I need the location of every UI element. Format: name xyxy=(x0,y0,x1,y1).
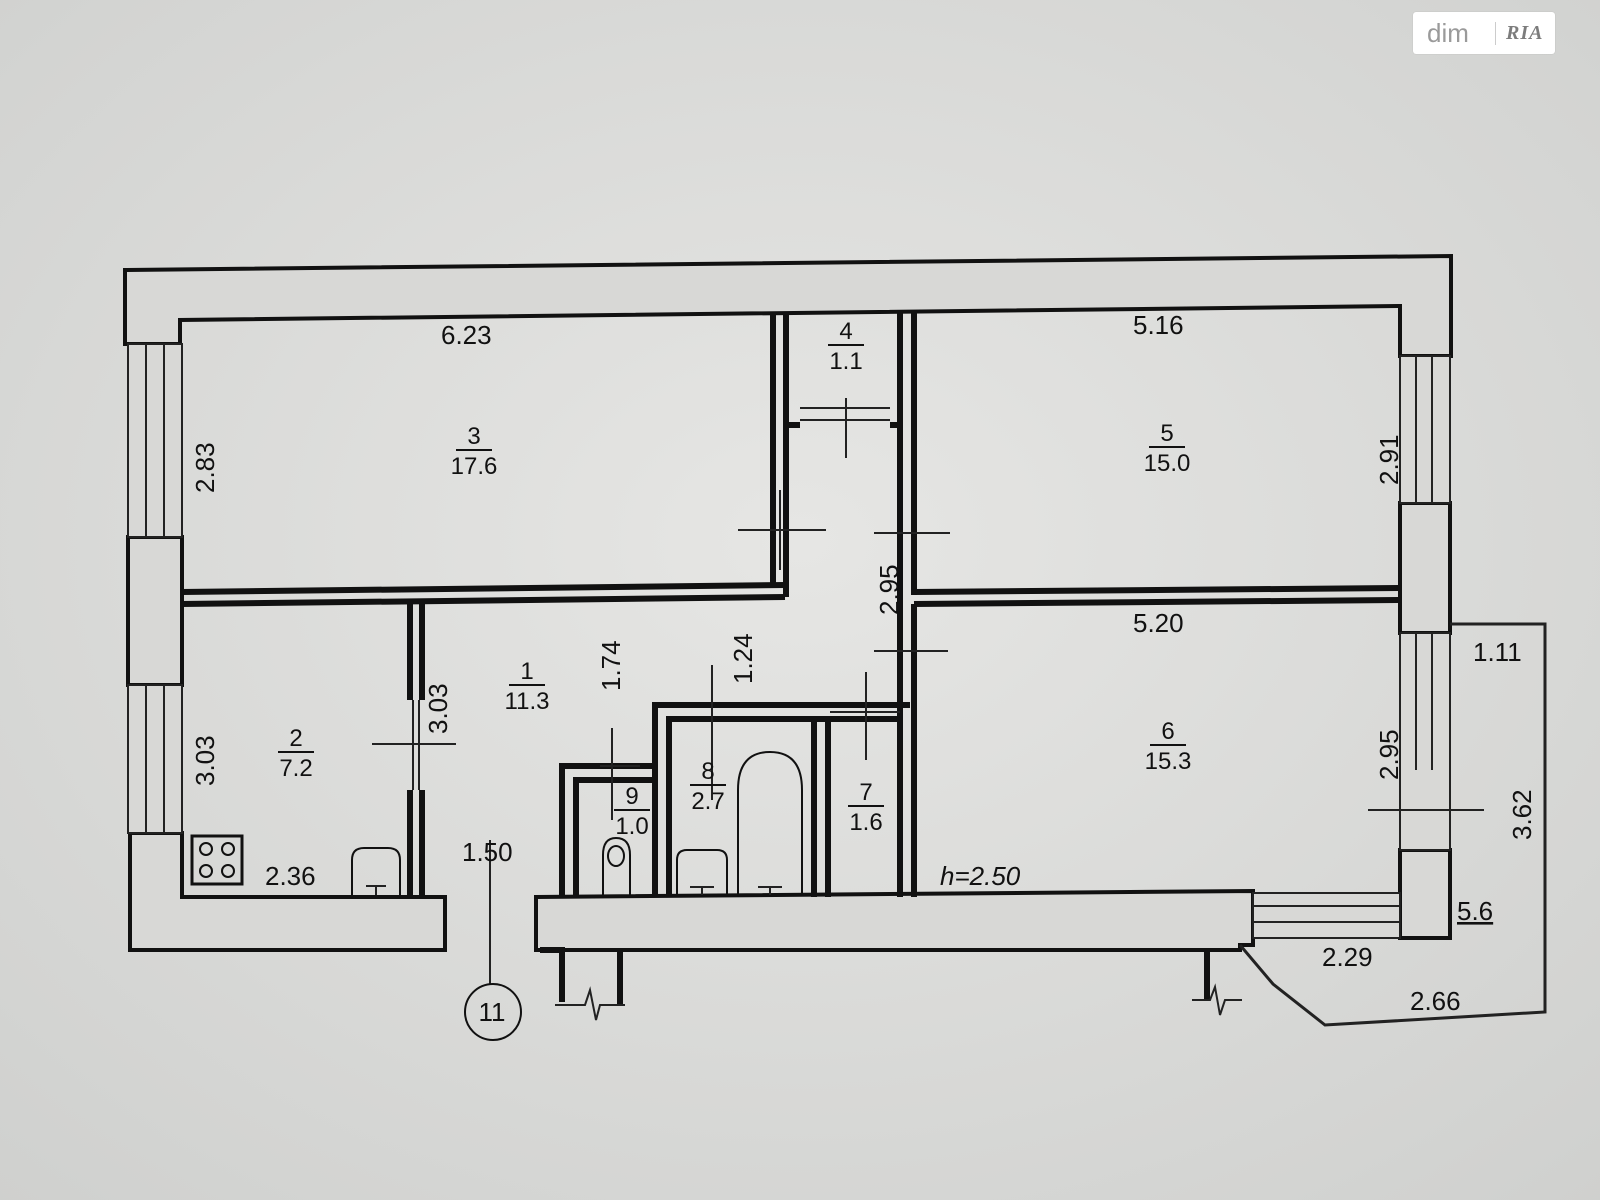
section-marker-label: 11 xyxy=(479,997,506,1027)
room-3-label: 317.6 xyxy=(451,423,498,480)
dim-3-03-wall: 3.03 xyxy=(423,683,453,734)
room-5-area: 15.0 xyxy=(1144,450,1191,477)
balcony-door xyxy=(1252,892,1401,939)
kitchen-sink-icon xyxy=(351,847,401,895)
ceiling-height: h=2.50 xyxy=(940,861,1021,891)
room-9-label: 91.0 xyxy=(614,783,650,840)
dim-2-66: 2.66 xyxy=(1410,986,1461,1016)
room-6-label: 615.3 xyxy=(1145,718,1192,775)
room-9-number: 9 xyxy=(625,783,638,810)
right-wall-pier-lower xyxy=(1398,848,1452,940)
room-1-area: 11.3 xyxy=(505,688,550,715)
door-marks xyxy=(372,398,950,985)
watermark-brand-left: dim xyxy=(1427,17,1469,48)
window-right-upper xyxy=(1399,355,1451,504)
window-right-lower xyxy=(1399,632,1451,851)
room-8-label: 82.7 xyxy=(690,758,726,815)
dim-6-23: 6.23 xyxy=(441,320,492,350)
window-left-lower xyxy=(127,684,183,834)
room-5-label: 515.0 xyxy=(1144,420,1191,477)
room-2-label: 27.2 xyxy=(278,725,314,782)
toilet-icon xyxy=(602,836,631,895)
bathtub-icon xyxy=(737,750,803,895)
bathroom-sink-icon xyxy=(676,849,728,895)
dimension-labels: 6.23 5.16 2.83 2.91 2.95 5.20 1.11 3.03 … xyxy=(190,310,1537,1016)
room-7-label: 71.6 xyxy=(848,779,884,836)
dim-3-03-room2: 3.03 xyxy=(190,735,220,786)
dim-2-91: 2.91 xyxy=(1374,434,1404,485)
dim-5-20: 5.20 xyxy=(1133,608,1184,638)
room-8-area: 2.7 xyxy=(691,788,724,815)
dim-2-95-room6: 2.95 xyxy=(1374,729,1404,780)
dim-2-83: 2.83 xyxy=(190,442,220,493)
bottom-main-wall xyxy=(534,888,1255,952)
section-marker-circle xyxy=(464,983,522,1041)
break-line-left xyxy=(555,986,625,1021)
watermark-brand-right: RIA xyxy=(1495,21,1543,45)
left-wall-pier xyxy=(126,535,184,687)
room-7-number: 7 xyxy=(859,779,872,806)
dim-1-50: 1.50 xyxy=(462,837,513,867)
fixtures xyxy=(190,750,803,895)
room-6-number: 6 xyxy=(1161,718,1174,745)
room-1-label: 111.3 xyxy=(505,658,550,715)
room-4-label: 41.1 xyxy=(828,318,864,375)
dim-1-74: 1.74 xyxy=(596,640,626,691)
outer-walls xyxy=(123,253,1453,1021)
room-1-number: 1 xyxy=(520,658,533,685)
room-3-area: 17.6 xyxy=(451,453,498,480)
room-4-number: 4 xyxy=(839,318,852,345)
room-4-area: 1.1 xyxy=(829,348,862,375)
balcony-area: 5.6 xyxy=(1457,896,1493,926)
room-6-area: 15.3 xyxy=(1145,748,1192,775)
dim-5-16: 5.16 xyxy=(1133,310,1184,340)
room-8-number: 8 xyxy=(701,758,714,785)
dim-1-24: 1.24 xyxy=(728,633,758,684)
dim-2-29: 2.29 xyxy=(1322,942,1373,972)
room-2-number: 2 xyxy=(289,725,302,752)
dim-2-36: 2.36 xyxy=(265,861,316,891)
room-3-number: 3 xyxy=(467,423,480,450)
window-left-upper xyxy=(127,343,183,538)
watermark-logo: dim RIA xyxy=(1413,12,1555,54)
dim-1-11: 1.11 xyxy=(1473,637,1522,667)
stove-icon xyxy=(190,834,244,886)
windows xyxy=(127,343,1484,939)
balcony-outline xyxy=(1238,622,1547,1027)
room-7-area: 1.6 xyxy=(849,809,882,836)
break-line-right xyxy=(1192,983,1242,1016)
dim-3-62: 3.62 xyxy=(1507,789,1537,840)
dim-2-95-corridor: 2.95 xyxy=(874,564,904,615)
right-wall-pier-upper xyxy=(1398,501,1452,635)
entry-stub-left xyxy=(540,947,565,1002)
room-5-number: 5 xyxy=(1160,420,1173,447)
room-2-area: 7.2 xyxy=(279,755,312,782)
room-9-area: 1.0 xyxy=(615,813,648,840)
